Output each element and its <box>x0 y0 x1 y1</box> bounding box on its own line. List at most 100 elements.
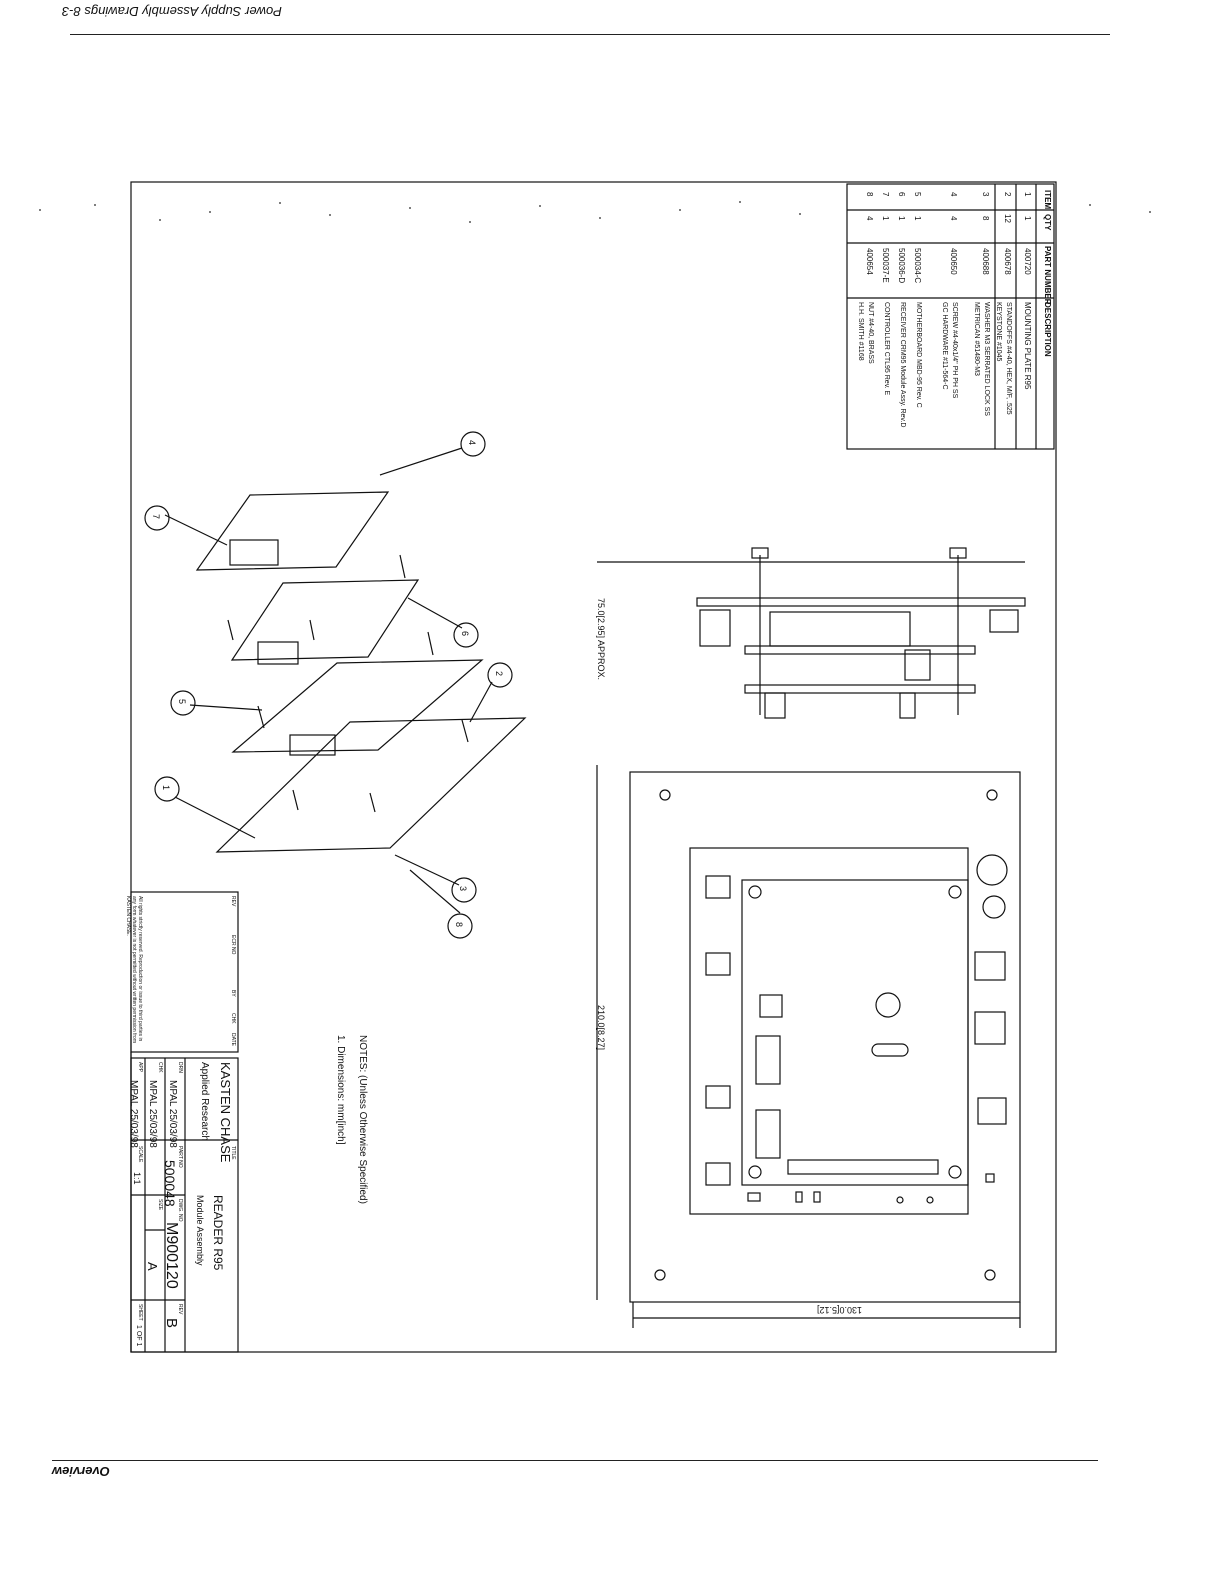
sheet-label: SHEET <box>137 1304 143 1321</box>
bom-row-1-desc: MOUNTING PLATE R95 <box>1023 302 1032 390</box>
drn-value: MPAL 25/03/98 <box>167 1080 178 1148</box>
bom-row-2-desc: STANDOFFS #4-40, HEX, M/F, .525 <box>1005 302 1012 415</box>
rev-header-by: BY <box>230 990 236 997</box>
bom-table-frame <box>846 183 1055 450</box>
rev-header-ecr: ECR NO <box>230 935 236 955</box>
bom-row-3-desc2: METRICAN #51480-M3 <box>973 302 980 376</box>
company-division: Applied Research <box>199 1062 210 1141</box>
bom-header-qty: QTY <box>1043 214 1052 231</box>
bom-row-7-desc: CONTROLLER CTL95 Rev. E <box>883 302 890 396</box>
callout-1: 1 <box>161 785 171 791</box>
dwg-no-value: M900120 <box>163 1222 180 1289</box>
bom-row-8-desc: NUT #4-40, BRASS <box>867 302 874 364</box>
bom-row-8-item: 8 <box>865 192 874 197</box>
callout-bubble-5 <box>170 690 196 716</box>
exploded-view <box>144 431 527 939</box>
dimension-width: 130.0[5.12] <box>816 1305 862 1315</box>
drn-label: DRN <box>177 1062 183 1073</box>
bom-row-3-item: 3 <box>981 192 990 197</box>
bom-row-2-qty: 12 <box>1003 214 1012 223</box>
bom-row-3-part: 400688 <box>981 248 990 275</box>
callout-7: 7 <box>151 514 161 520</box>
bom-row-2-part: 400678 <box>1003 248 1012 275</box>
bom-row-6-qty: 1 <box>897 216 906 221</box>
rev-label: REV <box>177 1304 183 1315</box>
callout-bubble-7 <box>144 505 170 531</box>
chk-label: CHK <box>157 1062 163 1073</box>
bom-row-6-desc: RECEIVER CRM95 Module Assy. Rev.D <box>899 302 906 428</box>
mounting-plate-outline <box>629 771 1021 1303</box>
header-rule <box>70 34 1110 35</box>
callout-6: 6 <box>460 631 470 637</box>
bom-row-7-qty: 1 <box>881 216 890 221</box>
bom-row-6-item: 6 <box>897 192 906 197</box>
rights-notice: All rights strictly reserved. Reproducti… <box>125 896 143 1043</box>
callout-bubble-4 <box>460 431 486 457</box>
rev-header-chk: CHK <box>230 1013 236 1024</box>
size-value: A <box>145 1262 160 1271</box>
part-no-value: 500048 <box>162 1160 178 1207</box>
bom-row-3-desc: WASHER M3 SERRATED LOCK SS <box>983 302 990 416</box>
bom-row-4-item: 4 <box>949 192 958 197</box>
callout-bubble-8 <box>447 913 473 939</box>
bom-row-7-part: 500037-E <box>881 248 890 283</box>
scale-label: SCALE <box>137 1146 143 1163</box>
callout-8: 8 <box>454 922 464 928</box>
dwg-no-label: DWG. NO <box>177 1199 183 1222</box>
bom-row-1-qty: 1 <box>1023 216 1032 221</box>
bom-row-5-item: 5 <box>913 192 922 197</box>
sheet-value: 1 OF 1 <box>135 1325 142 1347</box>
bom-row-4-desc2: GC HARDWARE #11-564-C <box>941 302 948 390</box>
drawing-border <box>130 181 1057 1353</box>
bom-row-8-desc2: H.H. SMITH #1168 <box>857 302 864 361</box>
bom-row-1-item: 1 <box>1023 192 1032 197</box>
chk-value: MPAL 25/03/98 <box>147 1080 158 1148</box>
size-label: SIZE <box>157 1199 163 1211</box>
top-view <box>596 765 1021 1328</box>
controller-outline <box>741 879 969 1186</box>
bom-row-4-part: 400650 <box>949 248 958 275</box>
rev-value: B <box>163 1318 180 1329</box>
drawing-title: READER R95 <box>211 1195 225 1271</box>
bom-row-4-desc: SCREW #4-40x1/4" PH PH SS <box>951 302 958 399</box>
callout-bubble-6 <box>453 622 479 648</box>
app-label: APP <box>137 1062 143 1073</box>
bom-header-desc: DESCRIPTION <box>1043 302 1052 357</box>
bom-row-2-item: 2 <box>1003 192 1012 197</box>
motherboard-outline <box>689 847 969 1215</box>
callout-2: 2 <box>494 671 504 677</box>
callout-4: 4 <box>467 440 477 446</box>
notes-title: NOTES: (Unless Otherwise Specified) <box>357 1035 368 1204</box>
bom-header-part: PART NUMBER <box>1043 246 1052 305</box>
bom-row-1-part: 400720 <box>1023 248 1032 275</box>
bom-row-5-desc: MOTHERBOARD MBD-95 Rev. C <box>915 302 922 408</box>
bom-row-7-item: 7 <box>881 192 890 197</box>
dimension-length: 210.0[8.27] <box>596 1005 606 1051</box>
dimension-height: 75.0[2.95] APPROX. <box>596 598 606 681</box>
rev-header-date: DATE <box>230 1033 236 1046</box>
app-value: MPAL 25/03/98 <box>128 1080 139 1148</box>
callout-5: 5 <box>177 699 187 705</box>
footer-rule <box>52 1460 1098 1461</box>
callout-bubble-2 <box>487 662 513 688</box>
bom-row-5-qty: 1 <box>913 216 922 221</box>
rev-header-rev: REV <box>230 896 236 907</box>
bom-header-item: ITEM <box>1043 190 1052 210</box>
bom-row-3-qty: 8 <box>981 216 990 221</box>
bom-row-8-qty: 4 <box>865 216 874 221</box>
title-block-frame <box>130 891 239 1353</box>
drawing-subtitle: Module Assembly <box>195 1195 205 1266</box>
callout-bubble-1 <box>154 776 180 802</box>
bom-row-8-part: 400654 <box>865 248 874 275</box>
bom-row-5-part: 500034-C <box>913 248 922 284</box>
bom-row-4-qty: 4 <box>949 216 958 221</box>
bom-row-2-desc2: KEYSTONE #1045 <box>995 302 1002 362</box>
title-label: TITLE <box>230 1146 236 1160</box>
callout-bubble-3 <box>451 877 477 903</box>
notes-line-1: 1. Dimensions: mm[inch] <box>335 1035 346 1145</box>
scale-value: 1:1 <box>132 1172 142 1185</box>
callout-3: 3 <box>458 886 468 892</box>
bom-row-6-part: 500036-D <box>897 248 906 284</box>
side-view <box>597 547 1026 719</box>
